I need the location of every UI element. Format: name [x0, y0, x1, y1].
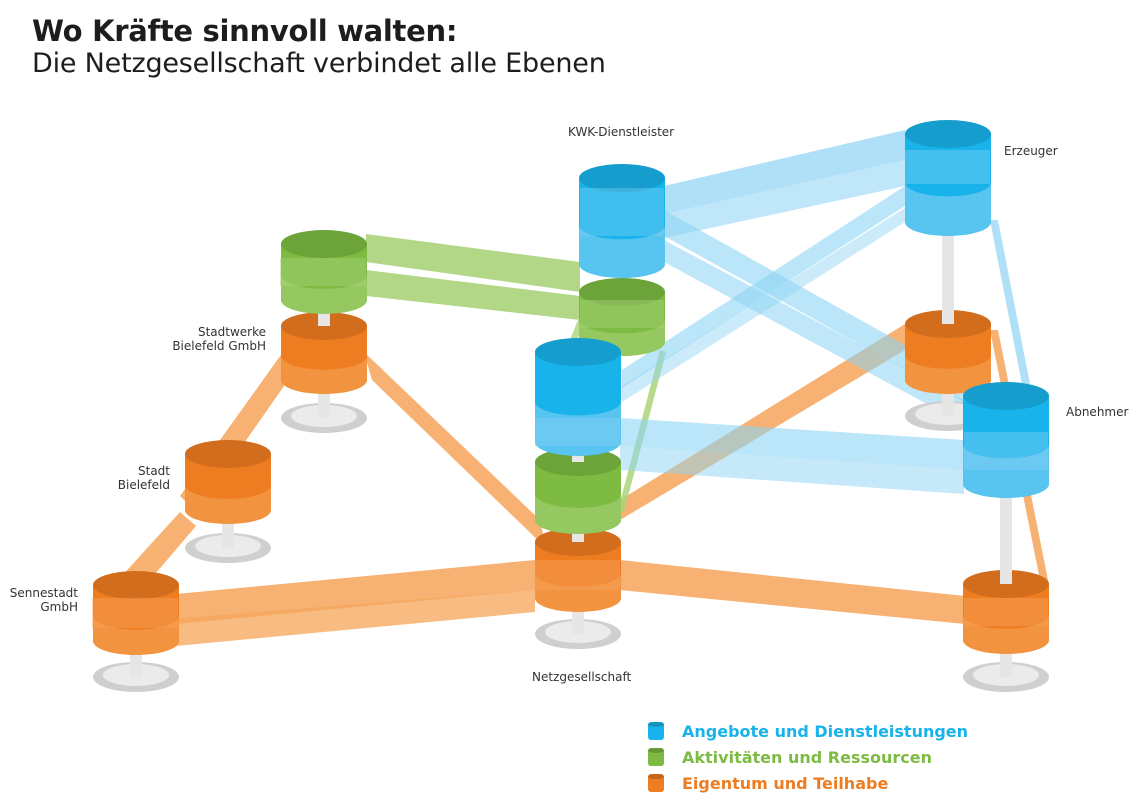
band-blue-front: [905, 150, 990, 184]
cylinder-top: [963, 382, 1049, 410]
page-title: Wo Kräfte sinnvoll walten:: [32, 14, 458, 48]
label-stadtwerke-line2: Bielefeld GmbH: [172, 339, 266, 353]
band-blue: [990, 220, 1030, 384]
page-subtitle: Die Netzgesellschaft verbindet alle Eben…: [32, 48, 606, 79]
cylinder-shade: [963, 614, 1049, 654]
cylinder-top-shade: [579, 278, 665, 306]
label-abnehmer: Abnehmer: [1066, 405, 1128, 419]
cylinder-top-shade: [963, 382, 1049, 410]
pole: [1000, 484, 1012, 584]
cylinder-top-shade: [185, 440, 271, 468]
legend-label: Aktivitäten und Ressourcen: [682, 747, 932, 767]
cylinder-shade: [535, 493, 621, 534]
label-netzgesellschaft: Netzgesellschaft: [532, 670, 631, 684]
band-blue: [620, 446, 964, 494]
pole: [942, 222, 954, 324]
cylinder-shade: [905, 354, 991, 394]
connection-bands-front: [92, 150, 1048, 628]
band-green: [366, 234, 580, 292]
band-blue-front: [535, 418, 620, 446]
legend-swatch-orange: [648, 774, 664, 792]
band-orange: [364, 352, 546, 548]
cylinder-top: [905, 120, 991, 148]
stack-stadt-orange: [185, 440, 271, 524]
stack-abnehmer-blue: [963, 382, 1049, 498]
band-orange-front: [535, 560, 620, 590]
cylinder-top: [579, 164, 665, 192]
band-green-front: [580, 300, 664, 328]
cylinder-top: [535, 338, 621, 366]
band-blue: [664, 160, 905, 238]
legend-label: Angebote und Dienstleistungen: [682, 721, 969, 741]
legend-item-angebote: Angebote und Dienstleistungen: [648, 718, 968, 744]
legend-label: Eigentum und Teilhabe: [682, 773, 889, 793]
stack-sennestadt-orange: [93, 571, 179, 655]
legend-swatch-green: [648, 748, 664, 766]
band-green-front: [280, 258, 366, 286]
band-blue: [664, 130, 905, 214]
cylinder-top-shade: [579, 164, 665, 192]
band-blue: [664, 240, 964, 424]
cylinder-shade: [535, 572, 621, 612]
label-erzeuger: Erzeuger: [1004, 144, 1058, 158]
label-stadt-line1: Stadt: [138, 464, 170, 478]
stack-kwk-green: [579, 278, 665, 356]
label-sennestadt-line2: GmbH: [40, 600, 78, 614]
cylinder-shade: [535, 401, 621, 456]
band-blue-front: [580, 188, 664, 236]
legend: Angebote und Dienstleistungen Aktivitäte…: [648, 718, 968, 796]
cylinder-top-shade: [905, 120, 991, 148]
cylinder-top: [93, 571, 179, 599]
stack-stadtwerke-green: [281, 230, 367, 314]
cylinder-top: [281, 230, 367, 258]
band-orange-front: [92, 598, 178, 628]
band-orange: [134, 560, 535, 628]
cylinder-shade: [963, 444, 1049, 498]
cylinder-shade: [185, 484, 271, 524]
band-orange: [620, 560, 965, 624]
band-blue: [664, 210, 964, 402]
cylinder-shade: [281, 355, 367, 394]
cylinder-top-shade: [281, 230, 367, 258]
stack-erzeuger-blue: [905, 120, 991, 236]
cylinder-shade: [93, 615, 179, 655]
legend-swatch-blue: [648, 722, 664, 740]
band-blue: [620, 418, 964, 470]
stack-netz-blue: [535, 338, 621, 456]
band-orange-front: [964, 598, 1048, 626]
legend-item-aktivitaeten: Aktivitäten und Ressourcen: [648, 744, 968, 770]
label-kwk: KWK-Dienstleister: [568, 125, 674, 139]
band-orange: [134, 590, 535, 650]
cylinder-shade: [579, 225, 665, 278]
stack-kwk-blue: [579, 164, 665, 278]
cylinder-shade: [281, 274, 367, 314]
cylinder-shade: [905, 182, 991, 236]
label-sennestadt-line1: Sennestadt: [10, 586, 79, 600]
cylinder-top: [579, 278, 665, 306]
band-blue-front: [964, 432, 1048, 470]
legend-item-eigentum: Eigentum und Teilhabe: [648, 770, 968, 796]
cylinder-top-shade: [535, 338, 621, 366]
label-stadt-line2: Bielefeld: [118, 478, 170, 492]
cylinder-top-shade: [93, 571, 179, 599]
cylinder-top: [185, 440, 271, 468]
band-green: [366, 270, 580, 320]
label-stadtwerke-line1: Stadtwerke: [198, 325, 266, 339]
cylinder-stacks: [93, 120, 1049, 692]
